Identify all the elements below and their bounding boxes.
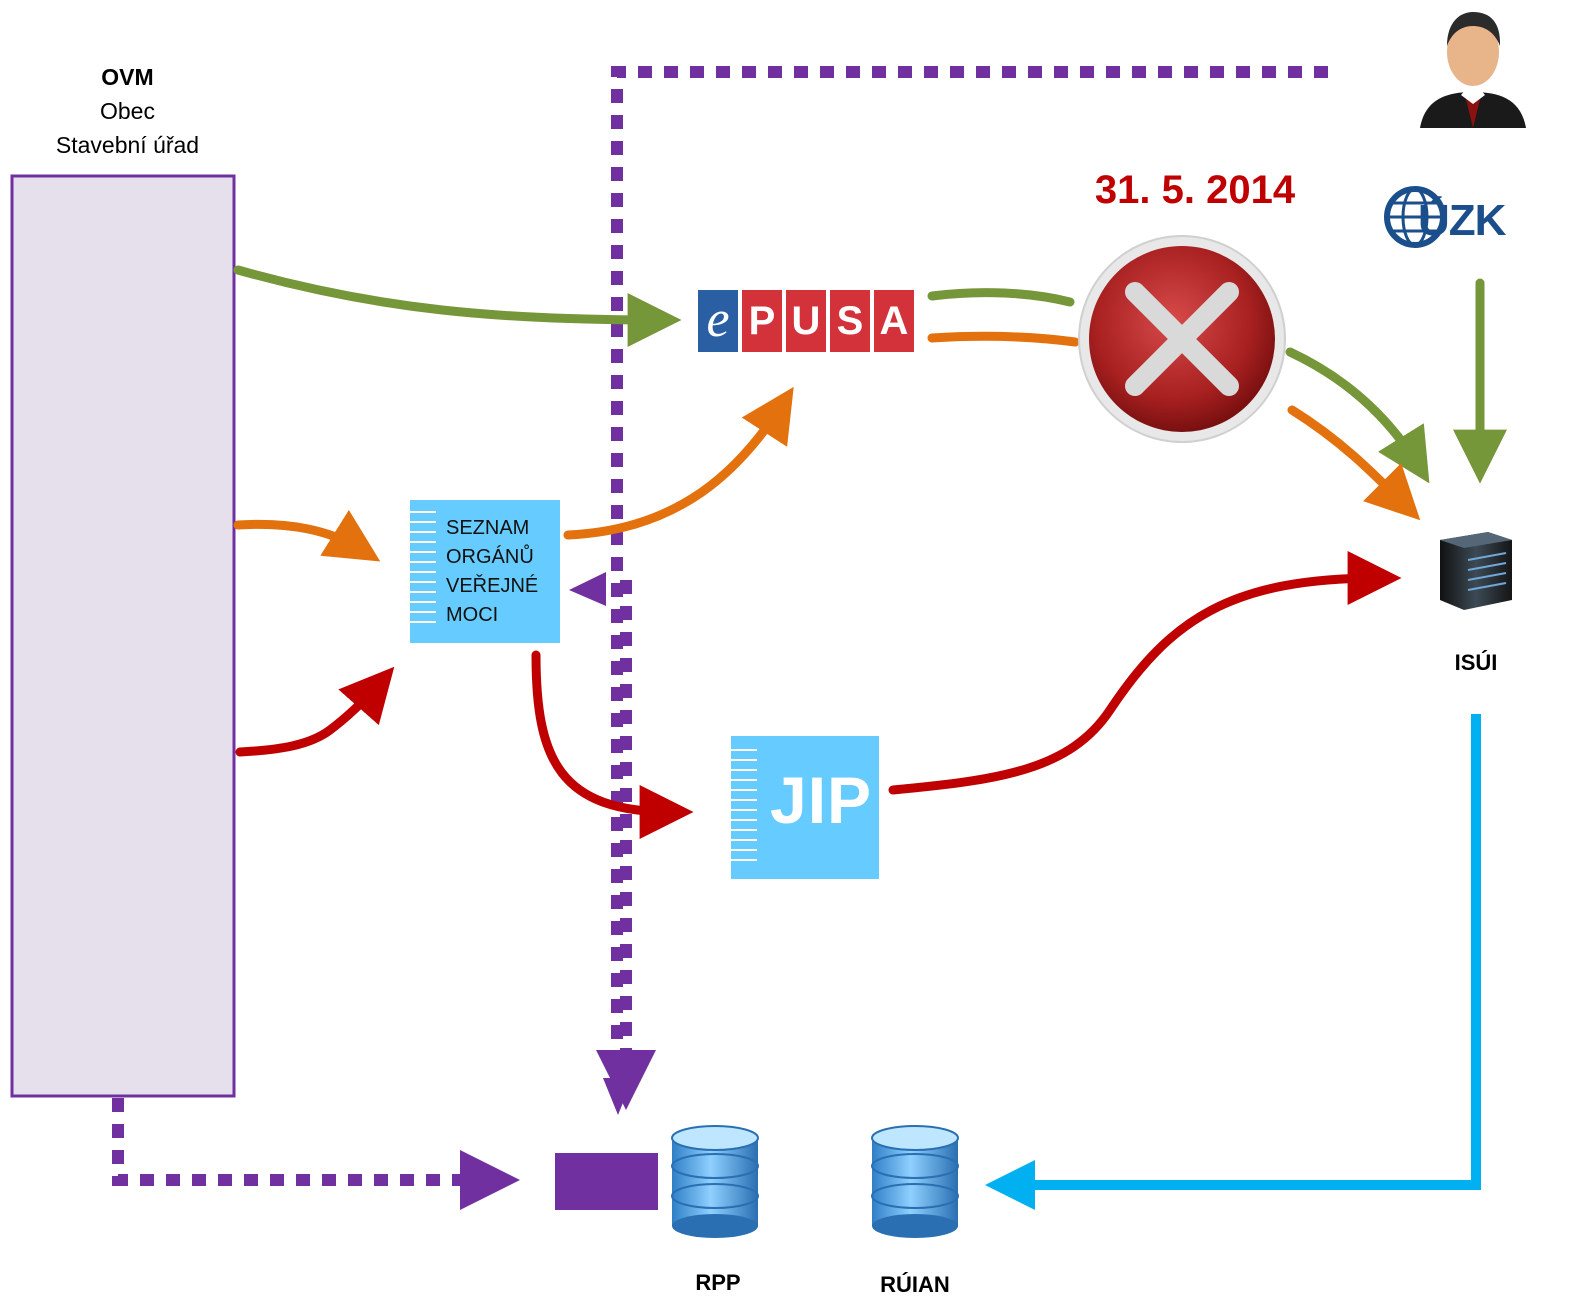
server-icon — [1440, 532, 1512, 610]
green-arrow-ovm-to-epusa — [233, 265, 682, 347]
globe-icon — [1384, 186, 1446, 248]
ovm-box — [10, 174, 236, 1098]
seznam-line-3: VEŘEJNÉ — [446, 575, 539, 597]
ovm-heading: OVM Obec Stavební úřad — [0, 60, 255, 162]
epusa-letter-a: A — [879, 299, 909, 343]
rpp-purple-block — [555, 1153, 658, 1210]
green-arrow-cancel-to-isui — [1285, 347, 1430, 484]
purple-arrow-to-seznam — [569, 572, 606, 606]
purple-top-line — [611, 66, 1328, 1080]
purple-arrowhead-down — [603, 1078, 633, 1115]
purple-ovm-to-rpp — [112, 1098, 520, 1210]
red-arrow-seznam-to-jip — [531, 650, 694, 839]
deadline-date: 31. 5. 2014 — [1094, 168, 1296, 212]
seznam-line-4: MOCI — [446, 604, 499, 626]
user-icon — [1420, 12, 1526, 128]
ruian-label: RÚIAN — [880, 1272, 950, 1297]
purple-dotted-connectors — [112, 66, 1328, 1210]
ovm-line-obec: Obec — [100, 98, 155, 124]
cuzk-label: ÚZK — [1418, 196, 1506, 245]
database-icon — [871, 1125, 959, 1238]
seznam-organu-box — [410, 500, 560, 643]
ovm-line-stavebni-urad: Stavební úřad — [55, 132, 200, 158]
seznam-line-2: ORGÁNŮ — [446, 546, 534, 568]
seznam-line-1: SEZNAM — [446, 517, 530, 539]
ovm-title: OVM — [101, 64, 154, 90]
seznam-organu-label: SEZNAM ORGÁNŮ VEŘEJNÉ MOCI — [446, 514, 538, 630]
epusa-letter-s: S — [836, 299, 864, 343]
cancel-icon — [1078, 235, 1286, 443]
red-arrow-ovm-to-seznam — [235, 666, 395, 757]
red-arrow-jip-to-isui — [888, 551, 1402, 795]
epusa-letter-e: e — [706, 291, 730, 348]
database-icon — [671, 1125, 759, 1238]
epusa-logo — [698, 290, 914, 352]
jip-box — [731, 736, 879, 879]
jip-label: JIP — [770, 763, 873, 837]
orange-arrow-seznam-to-epusa — [563, 386, 794, 540]
green-line-epusa-out — [927, 288, 1075, 307]
epusa-letter-u: U — [791, 299, 821, 343]
orange-arrow-cancel-to-isui — [1287, 405, 1421, 521]
blue-arrow-isui-to-ruian — [985, 714, 1481, 1210]
orange-arrow-ovm-to-seznam — [233, 509, 381, 562]
epusa-letter-p: P — [748, 299, 776, 343]
orange-line-epusa-out — [927, 331, 1080, 347]
rpp-label: RPP — [695, 1270, 741, 1295]
isui-label: ISÚI — [1454, 650, 1498, 675]
